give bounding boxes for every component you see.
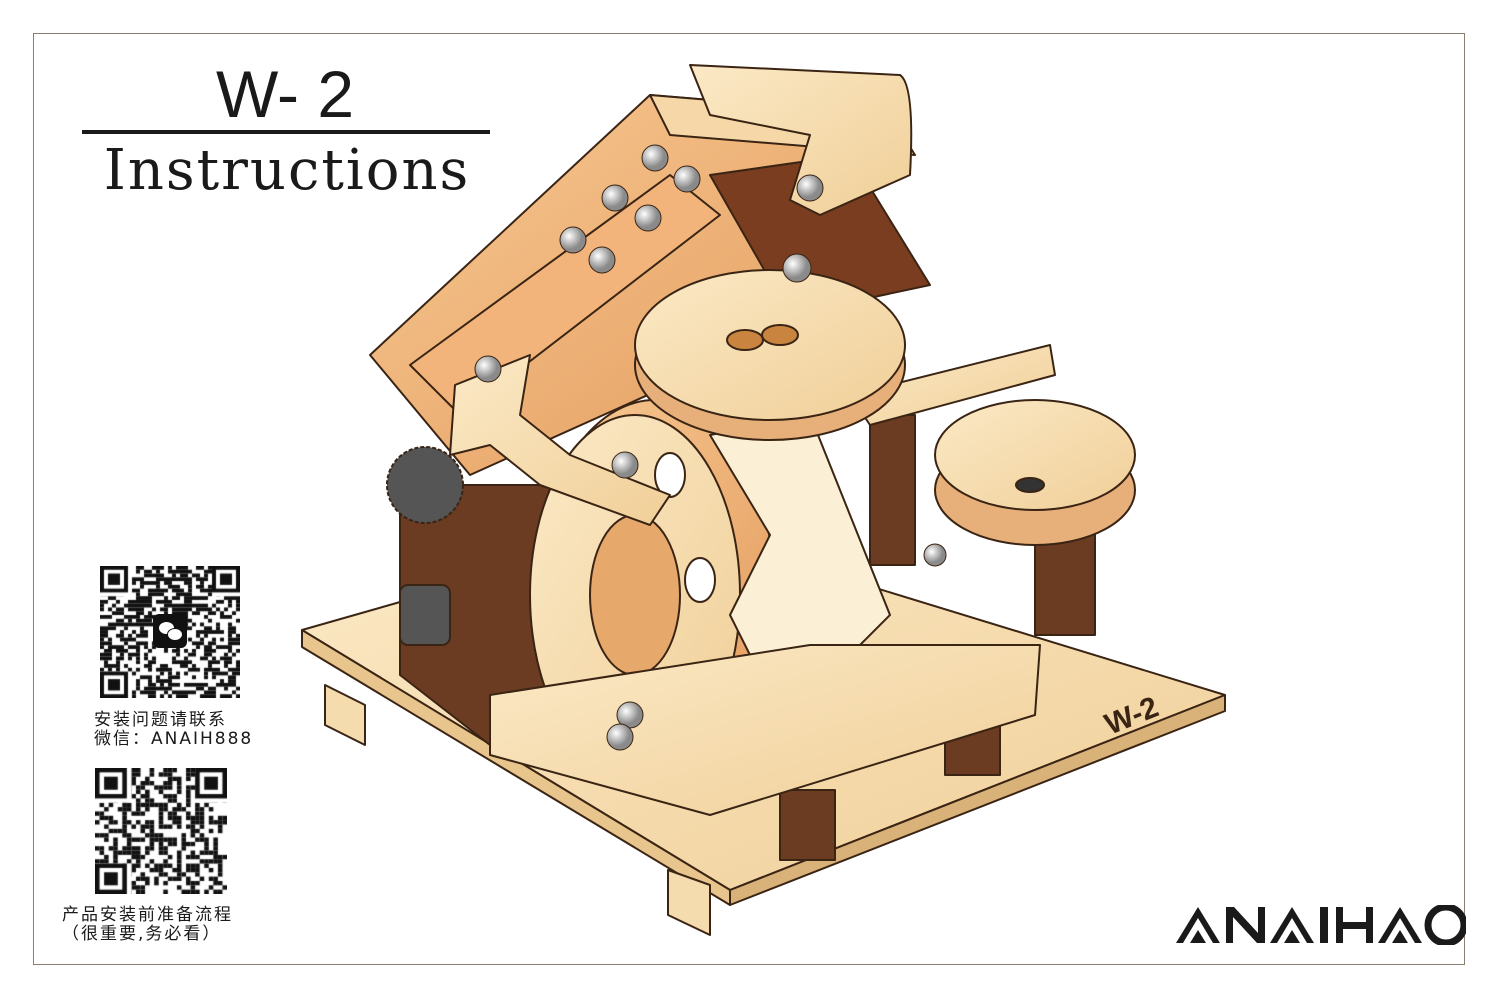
model-title: W- 2 (215, 57, 355, 131)
wechat-qr-code[interactable] (100, 566, 240, 698)
prep-line-1: 产品安装前准备流程 (62, 905, 233, 925)
contact-line-1: 安装问题请联系 (94, 710, 227, 730)
title-divider (82, 130, 490, 134)
marble-machine-illustration: W-2 (301, 64, 1226, 936)
contact-line-2: 微信：ANAIH888 (94, 729, 254, 749)
instructions-title: Instructions (103, 138, 471, 203)
steel-balls (474, 144, 947, 751)
prep-line-2: （很重要,务必看） (62, 924, 222, 944)
page-frame (33, 33, 1465, 965)
funnel-bowl (934, 399, 1136, 546)
spiral-disc (634, 269, 906, 441)
wechat-icon (153, 614, 187, 648)
prep-guide-qr-code[interactable] (95, 768, 227, 894)
anaihao-logo (1176, 905, 1466, 945)
